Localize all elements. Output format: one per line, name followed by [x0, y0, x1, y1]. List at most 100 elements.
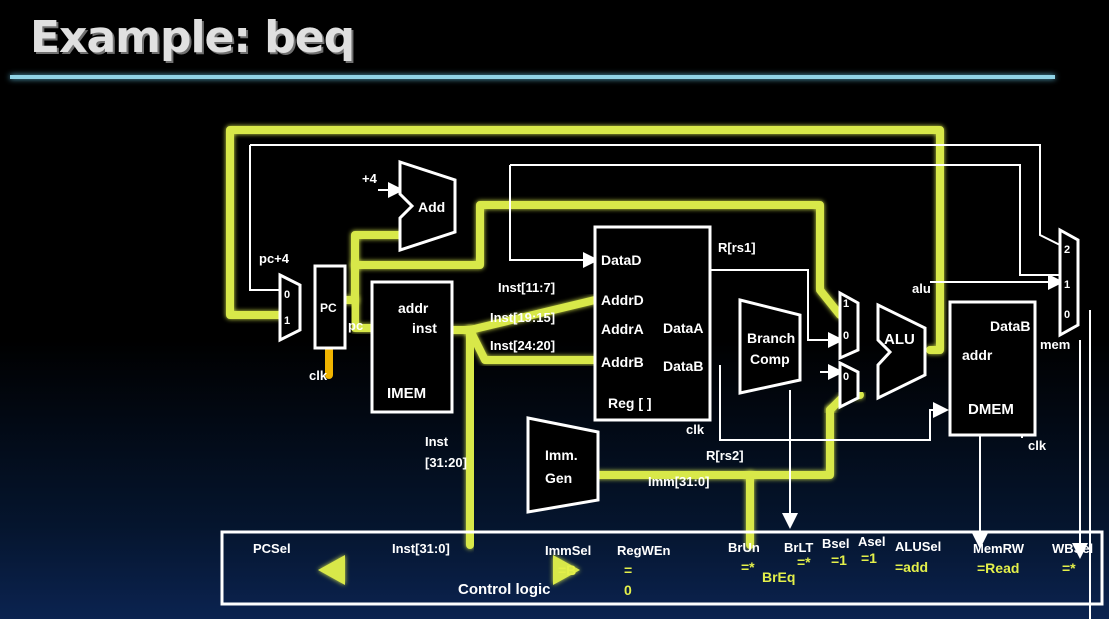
svg-text:DataB: DataB [663, 358, 703, 374]
bus-arrow-right [553, 555, 580, 585]
control-logic-box [220, 530, 1104, 606]
wire-pc4-to-pcmux [249, 145, 280, 291]
hl-alu-to-pc-mux [226, 126, 944, 354]
wire-wb-to-datad [509, 165, 599, 268]
hl-pc-to-imem [351, 296, 376, 332]
svg-text:alu: alu [912, 281, 931, 296]
control-logic-label: Control logic [458, 581, 551, 598]
svg-text:DMEM: DMEM [968, 401, 1014, 418]
svg-text:AddrB: AddrB [601, 354, 644, 370]
bus-arrow-left [318, 555, 345, 585]
svg-text:0: 0 [284, 289, 290, 301]
svg-text:0: 0 [1064, 309, 1070, 321]
svg-text:pc: pc [348, 318, 363, 333]
white-wires [249, 144, 1091, 619]
asel-value: =1 [861, 550, 877, 566]
svg-text:Comp: Comp [750, 351, 790, 367]
svg-text:Imm[31:0]: Imm[31:0] [648, 474, 709, 489]
svg-text:inst: inst [412, 320, 437, 336]
regwen-label: RegWEn [617, 543, 671, 558]
bsel-value: =1 [831, 552, 847, 568]
immsel-value: =B [558, 562, 576, 578]
brun-label: BrUn [728, 540, 760, 555]
svg-text:Branch: Branch [747, 330, 795, 346]
svg-text:DataB: DataB [990, 318, 1030, 334]
inst-31-0-label: Inst[31:0] [392, 541, 450, 556]
adder [398, 159, 457, 253]
imem [370, 280, 454, 414]
alu-a-mux [838, 290, 860, 361]
wire-labels: +4 pc+4 pc clk Inst[11:7] Inst[19:15] In… [259, 171, 1070, 489]
control-signals: PCSel Inst[31:0] ImmSel =B RegWEn = 0 Br… [253, 534, 1093, 598]
brun-value: =* [741, 559, 755, 575]
svg-text:+4: +4 [362, 171, 378, 186]
slide-title: Example: beq [30, 12, 355, 63]
svg-text:Gen: Gen [545, 470, 572, 486]
svg-text:Inst[19:15]: Inst[19:15] [490, 310, 555, 325]
svg-text:clk: clk [686, 422, 705, 437]
hl-inst-to-control [448, 326, 474, 549]
hl-inst-rs2 [466, 326, 599, 364]
branch-comparator [738, 298, 802, 395]
brlt-label: BrLT [784, 540, 813, 555]
pcsel-label: PCSel [253, 541, 291, 556]
pc-register [313, 264, 347, 350]
svg-text:R[rs1]: R[rs1] [718, 240, 756, 255]
svg-text:1: 1 [1064, 279, 1070, 291]
dmem [948, 300, 1037, 437]
imm-gen [526, 416, 600, 514]
bsel-label: Bsel [822, 536, 849, 551]
memrw-value: =Read [977, 560, 1019, 576]
hl-imm-route [746, 406, 834, 479]
blocks: Add 0 1 PC addr inst IMEM DataD AddrD Ad… [278, 159, 1080, 514]
svg-text:2: 2 [1064, 244, 1070, 256]
svg-text:clk: clk [1028, 438, 1047, 453]
svg-text:Inst[24:20]: Inst[24:20] [490, 338, 555, 353]
wire-pc4-to-wbmux [250, 144, 1061, 246]
svg-text:DataA: DataA [663, 320, 703, 336]
memrw-label: MemRW [973, 541, 1025, 556]
wb-mux [1058, 227, 1080, 338]
svg-text:Imm.: Imm. [545, 447, 578, 463]
regwen-value: 0 [624, 582, 632, 598]
svg-text:addr: addr [398, 300, 429, 316]
adder-label: Add [418, 199, 445, 215]
svg-text:clk: clk [309, 368, 328, 383]
pc-mux [278, 272, 302, 343]
highlighted-paths [226, 126, 944, 585]
hl-pc-to-alu-a [351, 201, 844, 319]
svg-text:addr: addr [962, 347, 993, 363]
svg-text:DataD: DataD [601, 252, 641, 268]
brlt-value: =* [797, 554, 811, 570]
svg-text:PC: PC [320, 301, 337, 315]
wire-rs1-muxa [708, 269, 844, 348]
svg-text:Reg [ ]: Reg [ ] [608, 395, 652, 411]
svg-text:0: 0 [843, 371, 849, 383]
alu-b-mux [838, 360, 860, 410]
svg-text:1: 1 [843, 298, 849, 310]
svg-text:AddrD: AddrD [601, 292, 644, 308]
svg-text:Inst: Inst [425, 434, 449, 449]
svg-text:mem: mem [1040, 337, 1070, 352]
svg-text:0: 0 [843, 330, 849, 342]
svg-text:1: 1 [284, 315, 290, 327]
breq-label: BrEq [762, 569, 795, 585]
immsel-label: ImmSel [545, 543, 591, 558]
svg-text:=: = [624, 562, 632, 578]
alusel-value: =add [895, 559, 928, 575]
wbsel-value: =* [1062, 560, 1076, 576]
svg-text:R[rs2]: R[rs2] [706, 448, 744, 463]
svg-text:ALU: ALU [884, 331, 915, 348]
title-underline [10, 75, 1055, 79]
svg-text:pc+4: pc+4 [259, 251, 290, 266]
svg-text:[31:20]: [31:20] [425, 455, 467, 470]
svg-text:IMEM: IMEM [387, 385, 426, 402]
wire-datab-dmem [719, 365, 949, 441]
register-file [593, 225, 712, 422]
alusel-label: ALUSel [895, 539, 941, 554]
hl-inst-rs-d [466, 296, 599, 334]
alu [876, 302, 927, 401]
svg-text:AddrA: AddrA [601, 321, 644, 337]
